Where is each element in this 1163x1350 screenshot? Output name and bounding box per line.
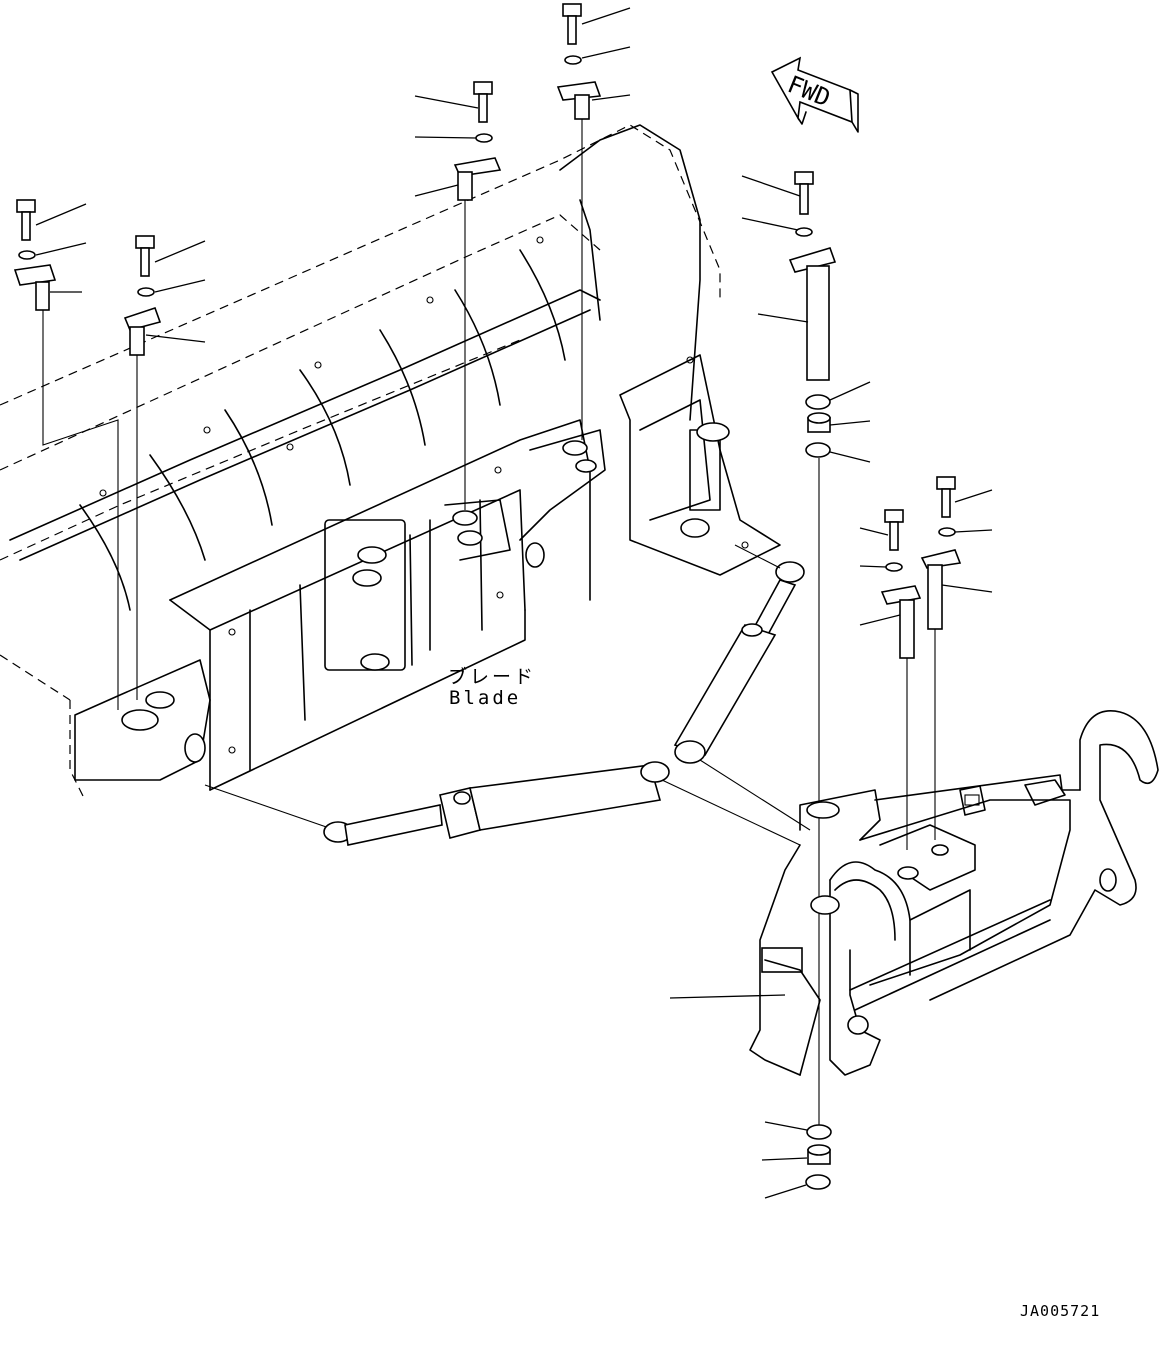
fwd-arrow-icon: FWD: [770, 56, 859, 133]
lift-cylinder-lower: [204, 761, 801, 846]
mount-frame: [669, 710, 1159, 1076]
pin-set-6: [920, 476, 993, 840]
pin-set-1: [13, 199, 119, 710]
pin-set-5: [741, 171, 871, 1130]
blade-label-jp: ブレード: [448, 666, 537, 688]
blade-label-en: Blade: [449, 687, 522, 709]
blade-assembly: [0, 124, 781, 801]
lower-pin-parts: [761, 1121, 832, 1199]
drawing-code: JA005721: [1020, 1302, 1101, 1320]
pin-set-3: [414, 81, 502, 510]
pin-set-4: [556, 3, 631, 440]
lift-cylinder-upper: [673, 544, 811, 831]
pin-set-7: [859, 509, 922, 850]
pin-set-2: [123, 235, 206, 700]
